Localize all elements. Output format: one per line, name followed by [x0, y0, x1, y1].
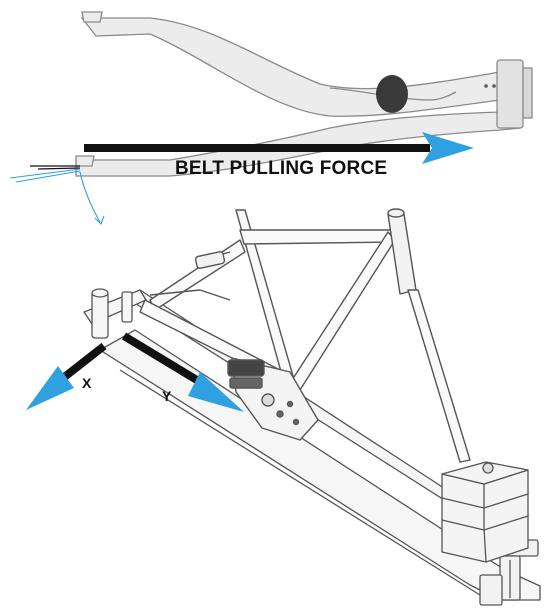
y-force-arrow — [121, 332, 244, 412]
weight-stack — [441, 461, 529, 563]
y-axis-label: Y — [162, 388, 172, 404]
belt-force-arrowhead — [422, 132, 474, 164]
x-axis-label: X — [82, 375, 92, 391]
blue-sketch-lines — [9, 168, 105, 225]
belt-pulling-force-label: BELT PULLING FORCE — [175, 158, 388, 179]
x-force-arrow — [26, 342, 107, 410]
brake-bridge-hole — [376, 75, 408, 113]
belt-end-lines — [30, 165, 81, 170]
bicycle-frame — [139, 208, 471, 463]
